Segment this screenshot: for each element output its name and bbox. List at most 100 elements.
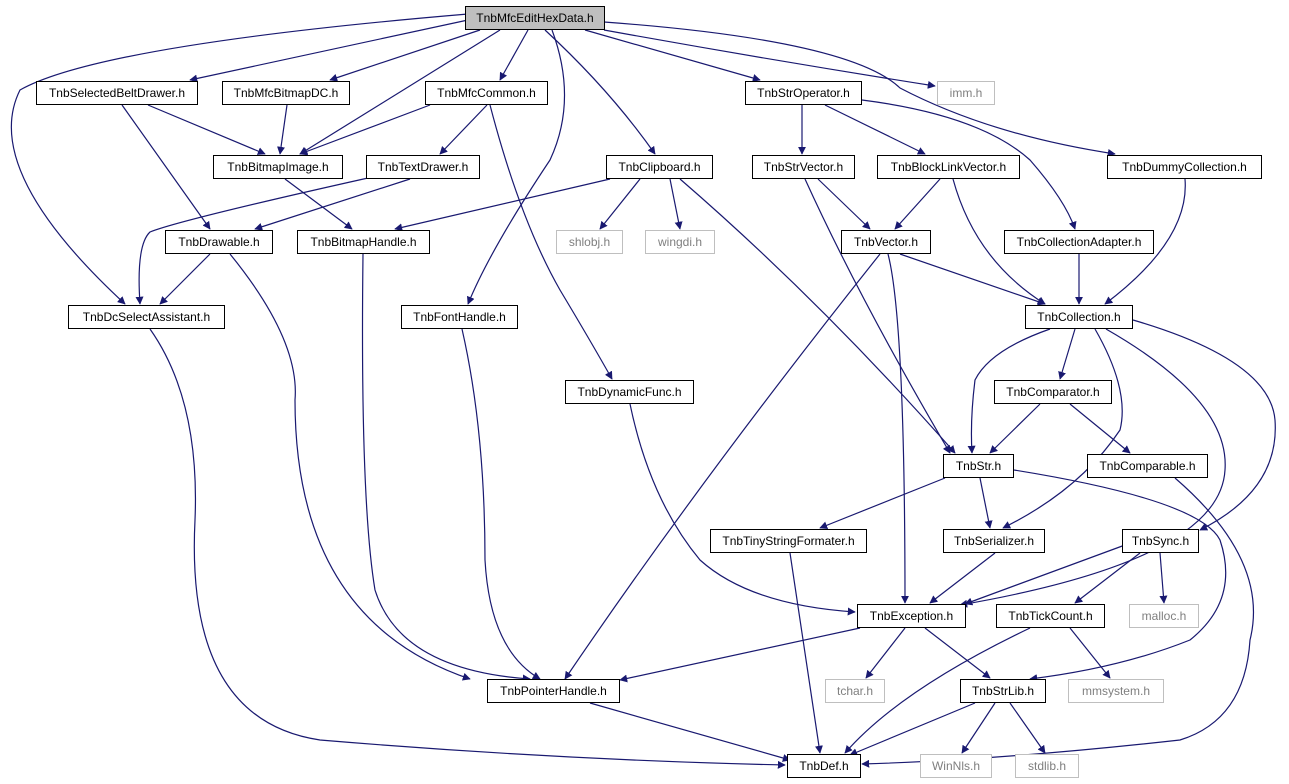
node-str[interactable]: TnbStr.h — [943, 454, 1014, 478]
edge-str-vector-to-str — [804, 178, 951, 454]
edge-clipboard-to-shlobj — [599, 178, 641, 230]
edge-str-operator-to-collection-adapter — [861, 99, 1077, 230]
node-collection[interactable]: TnbCollection.h — [1025, 305, 1133, 329]
node-malloc[interactable]: malloc.h — [1129, 604, 1199, 628]
node-stdlib[interactable]: stdlib.h — [1015, 754, 1079, 778]
edge-vector-to-exception — [887, 253, 909, 604]
node-dummy-collection[interactable]: TnbDummyCollection.h — [1107, 155, 1262, 179]
edge-root-to-font-handle — [467, 29, 566, 305]
edge-dummy-collection-to-collection — [1104, 178, 1186, 305]
edge-text-drawer-to-dc-select-assistant — [135, 177, 369, 305]
node-vector[interactable]: TnbVector.h — [841, 230, 931, 254]
node-str-lib[interactable]: TnbStrLib.h — [960, 679, 1046, 703]
node-font-handle[interactable]: TnbFontHandle.h — [401, 305, 518, 329]
edge-clipboard-to-wingdi — [669, 178, 683, 230]
edge-root-to-dummy-collection — [603, 21, 1116, 157]
edge-root-to-dc-select-assistant — [10, 13, 469, 305]
node-str-vector[interactable]: TnbStrVector.h — [752, 155, 855, 179]
edge-bitmap-image-to-bitmap-handle — [284, 178, 353, 230]
edge-root-to-imm — [603, 29, 936, 89]
edge-str-to-tiny-string-formater — [819, 477, 946, 530]
node-root[interactable]: TnbMfcEditHexData.h — [465, 6, 605, 30]
node-comparable[interactable]: TnbComparable.h — [1087, 454, 1208, 478]
node-bitmap-handle[interactable]: TnbBitmapHandle.h — [297, 230, 430, 254]
edge-drawable-to-dc-select-assistant — [159, 253, 211, 305]
node-mmsystem[interactable]: mmsystem.h — [1068, 679, 1164, 703]
node-dc-select-assistant[interactable]: TnbDcSelectAssistant.h — [68, 305, 225, 329]
edge-collection-to-serializer — [1002, 328, 1123, 529]
edge-str-to-serializer — [979, 477, 993, 529]
node-text-drawer[interactable]: TnbTextDrawer.h — [366, 155, 480, 179]
node-tchar[interactable]: tchar.h — [825, 679, 885, 703]
edge-collection-to-sync — [1132, 319, 1276, 531]
edge-font-handle-to-pointer-handle — [461, 328, 541, 680]
node-def[interactable]: TnbDef.h — [787, 754, 861, 778]
edge-str-lib-to-winnls — [961, 702, 996, 754]
node-tick-count[interactable]: TnbTickCount.h — [996, 604, 1105, 628]
edge-tiny-string-formater-to-def — [789, 552, 823, 754]
edge-dynamic-func-to-exception — [629, 403, 856, 616]
edge-text-drawer-to-drawable — [254, 178, 411, 231]
node-winnls[interactable]: WinNls.h — [920, 754, 992, 778]
edge-serializer-to-exception — [929, 552, 996, 604]
edge-mfc-common-to-dynamic-func — [489, 104, 613, 380]
node-collection-adapter[interactable]: TnbCollectionAdapter.h — [1004, 230, 1154, 254]
node-dynamic-func[interactable]: TnbDynamicFunc.h — [565, 380, 694, 404]
node-exception[interactable]: TnbException.h — [857, 604, 966, 628]
node-str-operator[interactable]: TnbStrOperator.h — [745, 81, 862, 105]
edge-mfc-bitmap-dc-to-bitmap-image — [277, 104, 288, 155]
edge-clipboard-to-bitmap-handle — [394, 178, 611, 232]
edge-exception-to-str-lib — [924, 627, 991, 679]
node-imm[interactable]: imm.h — [937, 81, 995, 105]
edge-str-to-str-lib — [1013, 469, 1227, 683]
edge-selected-belt-drawer-to-bitmap-image — [147, 104, 266, 155]
node-mfc-common[interactable]: TnbMfcCommon.h — [425, 81, 548, 105]
node-tiny-string-formater[interactable]: TnbTinyStringFormater.h — [710, 529, 867, 553]
node-clipboard[interactable]: TnbClipboard.h — [606, 155, 713, 179]
node-comparator[interactable]: TnbComparator.h — [994, 380, 1112, 404]
node-pointer-handle[interactable]: TnbPointerHandle.h — [487, 679, 620, 703]
edge-tick-count-to-mmsystem — [1069, 627, 1111, 679]
edge-str-operator-to-block-link-vector — [824, 104, 926, 155]
edge-exception-to-tchar — [865, 627, 906, 679]
node-mfc-bitmap-dc[interactable]: TnbMfcBitmapDC.h — [222, 81, 350, 105]
edge-bitmap-handle-to-pointer-handle — [361, 253, 531, 683]
node-shlobj[interactable]: shlobj.h — [556, 230, 623, 254]
edge-drawable-to-pointer-handle — [229, 253, 471, 681]
edge-tick-count-to-def — [844, 627, 1031, 754]
node-bitmap-image[interactable]: TnbBitmapImage.h — [213, 155, 343, 179]
edge-selected-belt-drawer-to-drawable — [121, 104, 211, 230]
edge-mfc-common-to-text-drawer — [439, 104, 488, 155]
edge-str-lib-to-stdlib — [1009, 702, 1046, 754]
node-selected-belt-drawer[interactable]: TnbSelectedBeltDrawer.h — [36, 81, 198, 105]
edge-root-to-str-operator — [584, 29, 761, 82]
node-wingdi[interactable]: wingdi.h — [645, 230, 715, 254]
edge-root-to-selected-belt-drawer — [189, 19, 469, 83]
edge-exception-to-pointer-handle — [619, 627, 861, 683]
edge-mfc-common-to-bitmap-image — [299, 104, 431, 156]
edge-root-to-mfc-common — [499, 29, 529, 81]
node-drawable[interactable]: TnbDrawable.h — [165, 230, 273, 254]
edge-sync-to-exception — [964, 544, 1126, 606]
edge-collection-to-str — [967, 328, 1051, 454]
edge-root-to-mfc-bitmap-dc — [329, 29, 481, 82]
edge-comparator-to-str — [989, 403, 1041, 454]
edge-root-to-bitmap-image — [299, 29, 501, 155]
node-sync[interactable]: TnbSync.h — [1122, 529, 1199, 553]
edge-str-vector-to-vector — [817, 178, 871, 230]
edge-root-to-clipboard — [544, 29, 656, 155]
edge-collection-to-exception — [959, 328, 1226, 608]
node-block-link-vector[interactable]: TnbBlockLinkVector.h — [877, 155, 1020, 179]
edge-sync-to-tick-count — [1074, 552, 1141, 604]
edge-vector-to-pointer-handle — [564, 253, 881, 680]
edge-str-lib-to-def — [849, 702, 976, 756]
edge-collection-to-comparator — [1058, 328, 1076, 380]
edge-comparator-to-comparable — [1069, 403, 1131, 454]
edge-vector-to-collection — [899, 253, 1046, 306]
node-serializer[interactable]: TnbSerializer.h — [943, 529, 1045, 553]
edge-pointer-handle-to-def — [589, 702, 791, 762]
edge-sync-to-malloc — [1159, 552, 1168, 604]
edge-block-link-vector-to-vector — [894, 178, 941, 230]
